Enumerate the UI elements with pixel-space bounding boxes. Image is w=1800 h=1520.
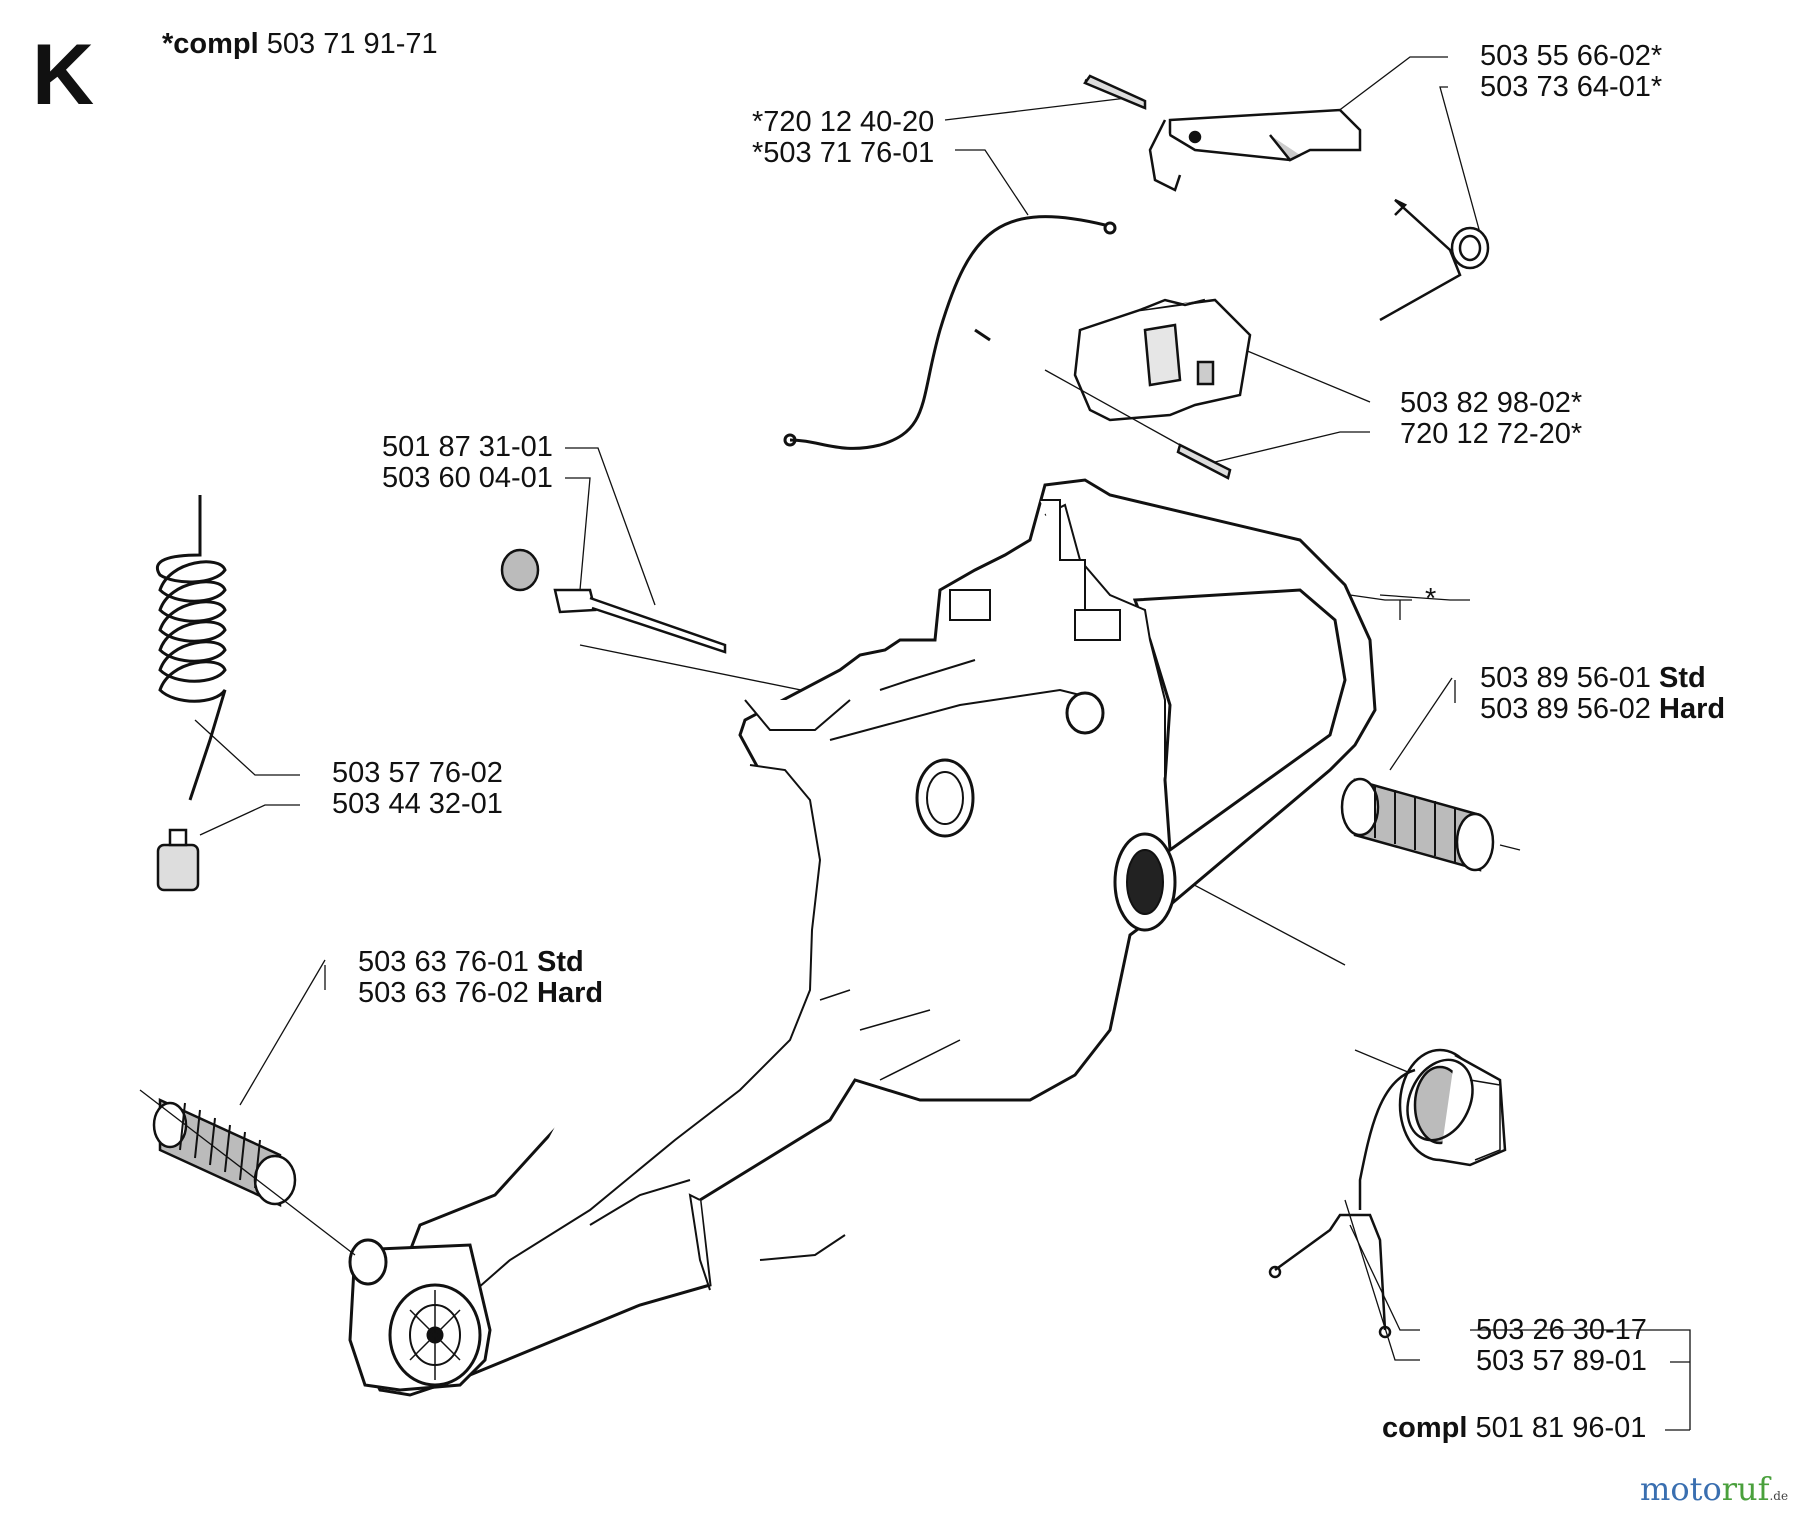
label-av-rear-std-suffix: Std [1659,662,1706,694]
front-cylinder-end [348,1238,492,1392]
label-pin-lockout: 720 12 72-20* [1400,418,1583,450]
label-trigger-spring: 503 73 64-01* [1480,71,1663,103]
front-av-spring [152,1098,297,1207]
oil-pipe [553,588,727,654]
label-lockout: 503 82 98-02* [1400,387,1583,419]
rear-handle-body [358,478,1377,1397]
label-cap-compl-number: 501 81 96-01 [1475,1412,1647,1444]
label-oil-filter: 501 87 31-01 [382,431,553,463]
label-av-front-hard-suffix: Hard [537,977,604,1009]
fuel-cap [1398,1048,1507,1167]
label-av-rear-hard-suffix: Hard [1659,693,1726,725]
label-cable: *503 71 76-01 [752,137,935,169]
watermark-tld: .de [1769,1489,1789,1503]
label-av-rear-hard: 503 89 56-02 Hard [1480,693,1725,725]
label-throttle-trigger: 503 55 66-02* [1480,40,1663,72]
throttle-lockout [1073,298,1252,422]
watermark-logo: motoruf.de [1640,1470,1788,1508]
header-prefix: *compl [162,28,259,60]
oil-filter [500,548,540,592]
label-handle-asterisk: * [1425,583,1437,615]
front-av-axis [139,1089,356,1256]
label-fuel-hose: 503 57 76-02 [332,757,503,789]
label-av-front-hard-number: 503 63 76-02 [358,977,529,1009]
label-av-rear-std: 503 89 56-01 Std [1480,662,1706,694]
fuel-cap-strap [1268,1068,1416,1339]
label-fuel-filter: 503 44 32-01 [332,788,503,820]
label-av-rear-hard-number: 503 89 56-02 [1480,693,1651,725]
label-cap-compl: compl 501 81 96-01 [1382,1412,1646,1444]
leader-lines [194,56,1691,1431]
lockout-axis [1044,369,1181,446]
label-av-front-std-number: 503 63 76-01 [358,946,529,978]
header-number: 503 71 91-71 [266,28,438,60]
fuel-hose [156,495,227,801]
watermark-part1: moto [1640,1470,1722,1508]
label-av-rear-std-number: 503 89 56-01 [1480,662,1651,694]
label-cap-oring: 503 26 30-17 [1476,1314,1647,1346]
label-oil-pipe: 503 60 04-01 [382,462,553,494]
section-letter: K [32,27,95,123]
throttle-cable [783,215,1117,450]
pin-top [1083,74,1147,110]
rear-av-axis [1499,844,1521,851]
label-pin-top: *720 12 40-20 [752,106,935,138]
fuel-filter [156,828,200,892]
label-cap-compl-prefix: compl [1382,1412,1468,1444]
header-assembly-number: *compl 503 71 91-71 [162,28,438,60]
rear-av-spring [1340,777,1495,872]
watermark-part2: ruf [1721,1470,1770,1508]
label-av-front-hard: 503 63 76-02 Hard [358,977,603,1009]
label-cap-strap: 503 57 89-01 [1476,1345,1647,1377]
pin-lockout [1176,443,1232,480]
throttle-trigger [1148,108,1362,192]
label-av-front-std-suffix: Std [537,946,584,978]
trigger-spring [1379,198,1490,322]
label-av-front-std: 503 63 76-01 Std [358,946,584,978]
fuel-cap-oring [1406,1058,1474,1142]
